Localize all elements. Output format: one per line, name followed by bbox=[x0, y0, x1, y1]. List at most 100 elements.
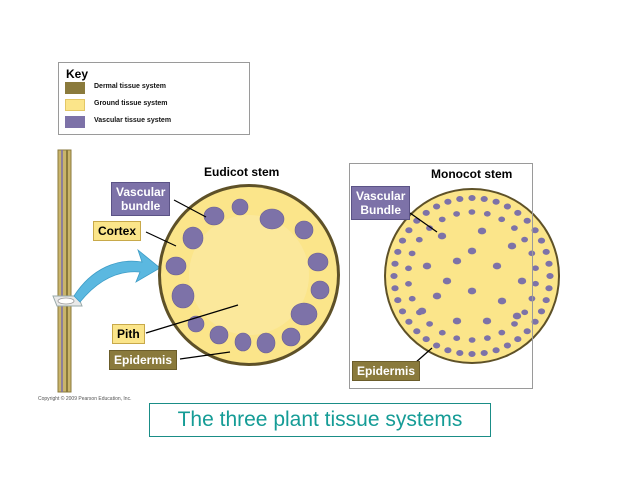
monocot-vascular-bundle bbox=[532, 280, 539, 287]
monocot-vascular-bundle bbox=[433, 342, 441, 349]
monocot-vascular-bundle bbox=[521, 236, 528, 243]
monocot-vascular-bundle bbox=[422, 336, 430, 343]
monocot-vascular-bundle bbox=[394, 248, 402, 255]
leader-lines bbox=[145, 199, 438, 364]
monocot-vascular-bundle bbox=[514, 336, 522, 343]
monocot-vascular-bundle bbox=[517, 277, 527, 285]
monocot-vascular-bundle bbox=[537, 237, 546, 244]
monocot-vascular-bundle bbox=[528, 250, 536, 257]
monocot-frame bbox=[349, 163, 533, 389]
monocot-vascular-bundle bbox=[405, 265, 412, 272]
monocot-vascular-bundle bbox=[453, 211, 460, 217]
monocot-vascular-bundle bbox=[405, 281, 412, 287]
eudicot-vascular-bundle-label: Vascular bundle bbox=[111, 182, 171, 216]
monocot-vascular-bundle bbox=[521, 309, 529, 316]
monocot-vascular-bundle-label: Vascular Bundle bbox=[351, 186, 411, 220]
monocot-vascular-bundle bbox=[477, 227, 487, 235]
dermal-swatch bbox=[65, 82, 85, 94]
monocot-vascular-bundle bbox=[482, 317, 492, 325]
monocot-vascular-bundle bbox=[532, 265, 539, 272]
monocot-vascular-bundle bbox=[398, 308, 407, 315]
label-line: Vascular bbox=[116, 185, 166, 199]
pointer-arrow bbox=[73, 248, 161, 303]
copyright-text: Copyright © 2009 Pearson Education, Inc. bbox=[38, 396, 132, 402]
monocot-vascular-bundle bbox=[405, 318, 413, 325]
eudicot-stem-cross-section bbox=[158, 184, 340, 366]
monocot-vascular-bundle bbox=[480, 350, 488, 356]
monocot-vascular-bundle bbox=[492, 262, 502, 270]
plant-stalk bbox=[52, 149, 83, 393]
monocot-vascular-bundle bbox=[426, 225, 433, 231]
monocot-vascular-bundle bbox=[453, 335, 461, 342]
monocot-vascular-bundle bbox=[514, 209, 522, 216]
monocot-vascular-bundle bbox=[546, 273, 554, 279]
monocot-vascular-bundle bbox=[498, 216, 506, 223]
monocot-vascular-bundle bbox=[391, 285, 399, 292]
monocot-title: Monocot stem bbox=[431, 167, 513, 181]
key-legend: Key Dermal tissue system Ground tissue s… bbox=[58, 62, 250, 135]
monocot-vascular-bundle bbox=[437, 232, 447, 240]
monocot-vascular-bundle bbox=[542, 297, 550, 304]
monocot-vascular-bundle bbox=[413, 328, 421, 335]
monocot-vascular-bundle bbox=[483, 211, 491, 217]
monocot-vascular-bundle bbox=[523, 328, 531, 335]
monocot-vascular-bundle bbox=[426, 321, 433, 327]
pith-label: Pith bbox=[112, 324, 145, 344]
monocot-vascular-bundle bbox=[417, 307, 427, 315]
monocot-stem-cross-section bbox=[384, 188, 560, 364]
monocot-vascular-bundle bbox=[511, 321, 518, 327]
monocot-vascular-bundle bbox=[468, 351, 476, 357]
monocot-vascular-bundle bbox=[498, 329, 506, 336]
label-line: bundle bbox=[121, 199, 161, 213]
monocot-vascular-bundle bbox=[433, 203, 441, 210]
monocot-vascular-bundle bbox=[452, 257, 462, 265]
monocot-vascular-bundle bbox=[492, 198, 500, 205]
label-line: Bundle bbox=[360, 203, 402, 217]
monocot-vascular-bundle bbox=[398, 237, 407, 244]
monocot-vascular-bundle bbox=[405, 227, 413, 234]
monocot-vascular-bundle bbox=[542, 248, 550, 255]
monocot-vascular-bundle bbox=[503, 342, 511, 349]
monocot-vascular-bundle bbox=[432, 292, 442, 300]
monocot-vascular-bundle bbox=[468, 337, 476, 343]
monocot-vascular-bundle bbox=[492, 347, 500, 354]
monocot-vascular-bundle bbox=[467, 247, 477, 255]
monocot-vascular-bundle bbox=[507, 242, 517, 250]
monocot-vascular-bundle bbox=[511, 225, 518, 231]
eudicot-title: Eudicot stem bbox=[204, 165, 280, 179]
monocot-vascular-bundle bbox=[422, 262, 432, 270]
monocot-vascular-bundle bbox=[408, 250, 416, 257]
label-line: Vascular bbox=[356, 189, 406, 203]
key-label-vascular: Vascular tissue system bbox=[94, 117, 172, 124]
cortex-label: Cortex bbox=[93, 221, 142, 241]
monocot-vascular-bundle bbox=[468, 209, 476, 215]
key-label-ground: Ground tissue system bbox=[94, 100, 168, 107]
monocot-vascular-bundle bbox=[438, 216, 446, 223]
slide-caption: The three plant tissue systems bbox=[149, 403, 491, 437]
monocot-vascular-bundle bbox=[523, 217, 531, 224]
monocot-vascular-bundle bbox=[537, 308, 546, 315]
monocot-vascular-bundle bbox=[512, 312, 522, 320]
monocot-epidermis-label: Epidermis bbox=[352, 361, 421, 381]
monocot-vascular-bundle bbox=[497, 297, 507, 305]
monocot-vascular-bundle bbox=[415, 236, 423, 243]
monocot-vascular-bundle bbox=[503, 203, 511, 210]
vascular-swatch bbox=[65, 116, 85, 128]
monocot-vascular-bundle bbox=[452, 317, 462, 325]
monocot-vascular-bundle bbox=[444, 347, 452, 354]
monocot-vascular-bundle bbox=[545, 260, 553, 267]
key-title: Key bbox=[66, 67, 89, 81]
monocot-vascular-bundle bbox=[456, 196, 464, 202]
monocot-vascular-bundle bbox=[484, 335, 491, 341]
monocot-vascular-bundle bbox=[391, 260, 399, 267]
monocot-vascular-bundle bbox=[456, 350, 464, 356]
monocot-vascular-bundle bbox=[394, 297, 402, 304]
monocot-vascular-bundle bbox=[444, 198, 452, 205]
ground-swatch bbox=[65, 99, 85, 111]
monocot-vascular-bundle bbox=[442, 277, 452, 285]
monocot-vascular-bundle bbox=[408, 295, 416, 302]
monocot-vascular-bundle bbox=[390, 273, 398, 279]
monocot-vascular-bundle bbox=[528, 295, 536, 302]
monocot-vascular-bundle bbox=[531, 318, 539, 325]
monocot-vascular-bundle bbox=[438, 329, 446, 336]
